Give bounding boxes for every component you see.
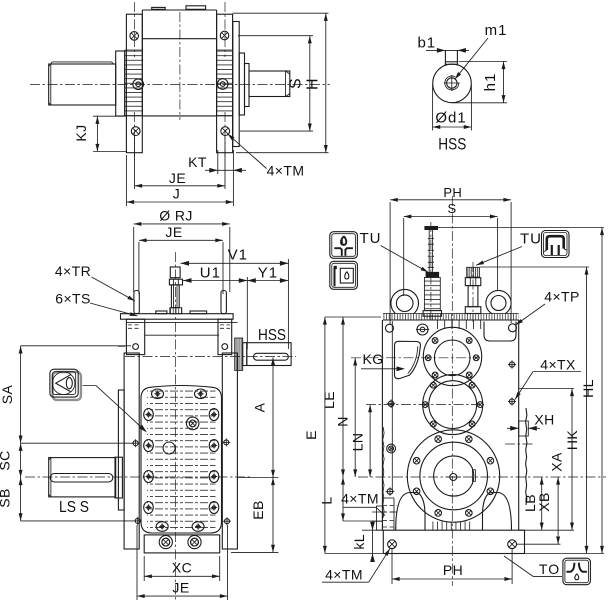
svg-text:L: L — [319, 496, 335, 504]
svg-text:HSS: HSS — [438, 135, 466, 154]
svg-text:6×TS: 6×TS — [55, 291, 90, 307]
svg-text:KG: KG — [362, 351, 383, 367]
svg-text:JE: JE — [169, 170, 186, 186]
svg-text:TU: TU — [360, 230, 382, 247]
svg-text:LN: LN — [350, 433, 366, 452]
svg-text:4×TM: 4×TM — [341, 491, 379, 507]
svg-text:PH: PH — [443, 562, 463, 578]
svg-text:h1: h1 — [482, 73, 499, 92]
svg-text:Y1: Y1 — [258, 265, 278, 282]
svg-text:m1: m1 — [485, 22, 508, 39]
svg-text:LS S: LS S — [59, 499, 89, 516]
svg-text:H: H — [305, 78, 322, 90]
svg-text:LE: LE — [321, 391, 337, 409]
svg-text:S: S — [447, 201, 456, 216]
svg-text:PH: PH — [443, 185, 462, 200]
svg-text:XA: XA — [549, 452, 565, 472]
svg-text:4×TP: 4×TP — [544, 289, 579, 305]
svg-text:SB: SB — [0, 488, 13, 507]
svg-text:KJ: KJ — [73, 124, 89, 141]
svg-text:KT: KT — [188, 154, 207, 170]
svg-text:XC: XC — [172, 560, 192, 576]
svg-text:b1: b1 — [417, 35, 436, 52]
svg-text:kL: kL — [351, 534, 367, 550]
svg-text:4×TM: 4×TM — [267, 163, 305, 179]
svg-text:LB: LB — [522, 494, 538, 512]
svg-text:S: S — [288, 78, 305, 89]
svg-text:TO: TO — [539, 561, 560, 577]
svg-text:E: E — [303, 430, 319, 440]
svg-text:A: A — [252, 402, 268, 412]
svg-text:TU: TU — [520, 231, 542, 248]
svg-text:4×TM: 4×TM — [325, 567, 363, 583]
svg-text:J: J — [173, 186, 180, 202]
svg-text:XH: XH — [534, 412, 554, 428]
svg-text:HL: HL — [580, 379, 596, 398]
svg-text:4×TR: 4×TR — [55, 263, 91, 279]
svg-text:HSS: HSS — [258, 327, 286, 344]
svg-text:JE: JE — [165, 224, 182, 240]
svg-text:SA: SA — [0, 385, 15, 405]
svg-text:HK: HK — [564, 430, 580, 451]
svg-text:SC: SC — [0, 450, 13, 470]
svg-text:JE: JE — [172, 580, 189, 596]
svg-text:Ød1: Ød1 — [435, 110, 466, 127]
svg-text:EB: EB — [250, 500, 266, 519]
svg-text:Ø RJ: Ø RJ — [159, 208, 193, 224]
svg-text:U1: U1 — [200, 265, 221, 282]
svg-text:XB: XB — [536, 492, 552, 511]
svg-text:V1: V1 — [228, 247, 248, 264]
svg-text:4×TX: 4×TX — [540, 357, 576, 373]
svg-text:N: N — [335, 416, 351, 427]
